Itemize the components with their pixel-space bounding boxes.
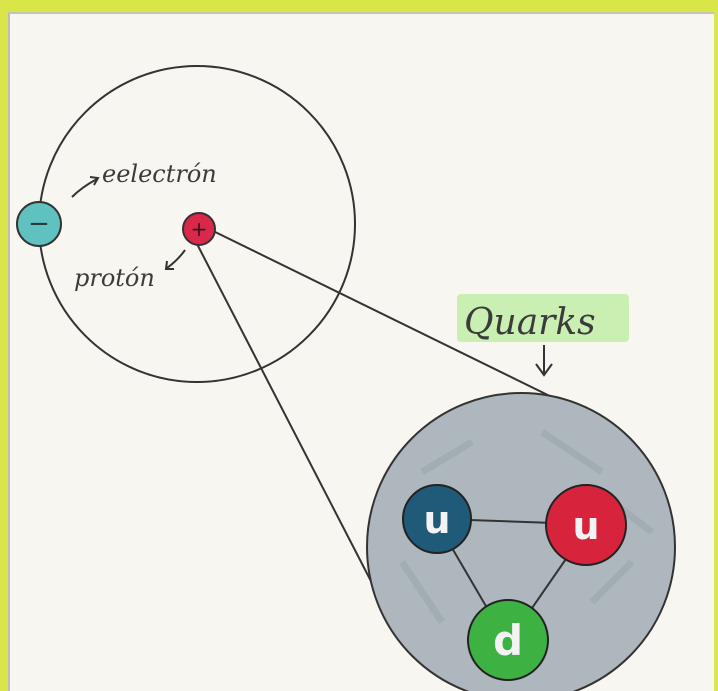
quark-letter: u bbox=[572, 504, 599, 548]
quark-down-green: d bbox=[467, 599, 549, 681]
electron-label: eelectrón bbox=[102, 160, 217, 188]
quark-letter: u bbox=[423, 498, 450, 542]
nucleus-circle bbox=[366, 392, 676, 691]
quark-up-red: u bbox=[545, 484, 627, 566]
electron-sign: − bbox=[28, 209, 50, 239]
proton-label: protón bbox=[74, 264, 155, 292]
proton-arrow bbox=[164, 249, 186, 270]
zoom-line-bottom bbox=[195, 241, 375, 588]
paper-sheet: u u d − + eelectrón protón Quarks bbox=[8, 12, 714, 691]
electron-particle: − bbox=[16, 201, 62, 247]
quarks-highlight bbox=[457, 294, 629, 342]
quarks-label: Quarks bbox=[464, 302, 596, 343]
quarks-arrow bbox=[535, 345, 553, 377]
zoom-line-top bbox=[206, 227, 563, 403]
atom-diagram: u u d − + eelectrón protón Quarks bbox=[16, 65, 676, 691]
quark-letter: d bbox=[493, 616, 523, 665]
proton-sign: + bbox=[191, 217, 208, 241]
electron-arrow bbox=[71, 176, 100, 198]
quark-up-blue: u bbox=[402, 484, 472, 554]
proton-particle: + bbox=[182, 212, 216, 246]
